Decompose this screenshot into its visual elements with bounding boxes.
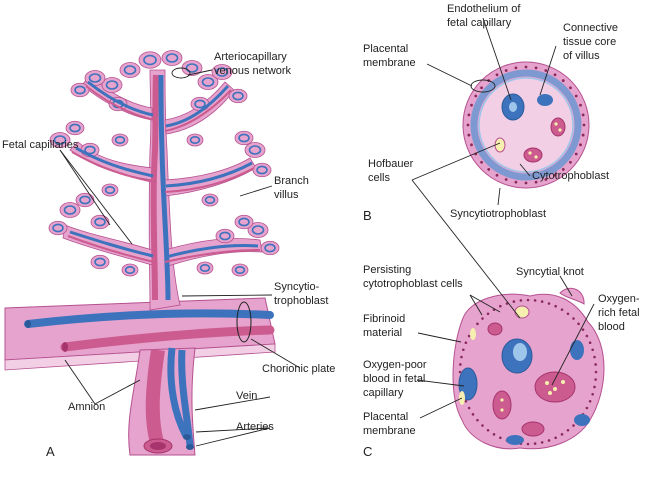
leader-lines	[59, 17, 595, 447]
trunk-blue-vessel	[158, 74, 171, 301]
terminal-villi	[48, 50, 280, 277]
label-fibrinoid-1: Fibrinoid	[363, 313, 405, 325]
b-nuclei-dots	[466, 65, 586, 185]
label-arteries: Arteries	[236, 421, 274, 433]
c-capillaries	[458, 305, 590, 445]
chorionic-vessel-end-blue	[25, 320, 31, 328]
label-syncytio-2: trophoblast	[274, 295, 328, 307]
label-syncytial-knot: Syncytial knot	[516, 266, 584, 278]
panel-b-illustration	[462, 61, 590, 189]
umbilical-artery-end-2	[186, 444, 194, 450]
label-endothelium-1: Endothelium of	[447, 3, 521, 15]
label-placental-membrane-c-2: membrane	[363, 425, 416, 437]
b-cytotrophoblast-ring	[470, 69, 582, 181]
b-capillaries	[494, 93, 566, 163]
labels: Arteriocapillary venous network Fetal ca…	[2, 3, 640, 459]
label-oxygen-poor-3: capillary	[363, 387, 404, 399]
umbilical-artery-1	[167, 347, 190, 438]
label-cytotrophoblast: Cytotrophoblast	[532, 170, 609, 182]
label-branch-villus-1: Branch	[274, 175, 309, 187]
chorionic-red-vessel	[60, 325, 275, 352]
label-fetal-capillaries: Fetal capillaries	[2, 139, 79, 151]
branch-vessels-right	[165, 84, 259, 259]
label-chorionic-plate: Chorionic plate	[262, 363, 335, 375]
panel-c-illustration	[452, 287, 605, 450]
label-oxygen-poor-2: blood in fetal	[363, 373, 425, 385]
label-amnion: Amnion	[68, 401, 105, 413]
label-placental-membrane-b-2: membrane	[363, 57, 416, 69]
branch-vessels-red	[67, 85, 261, 263]
umbilical-vein	[145, 348, 165, 449]
label-arteriocapillary-2: venous network	[214, 65, 292, 77]
chorionic-vessel-end-red	[62, 342, 68, 352]
label-placental-membrane-b-1: Placental	[363, 43, 408, 55]
label-syncytio-1: Syncytio-	[274, 281, 320, 293]
label-connective-2: tissue core	[563, 36, 616, 48]
label-oxygen-rich-3: blood	[598, 321, 625, 333]
branch-vessels-left	[69, 80, 154, 258]
panel-a-illustration	[4, 50, 280, 456]
umbilical-stalk	[128, 347, 196, 456]
label-oxygen-rich-2: rich fetal	[598, 307, 640, 319]
label-placental-membrane-c-1: Placental	[363, 411, 408, 423]
panel-letter-a: A	[46, 444, 55, 459]
chorionic-plate-ring	[236, 301, 252, 343]
label-vein: Vein	[236, 390, 257, 402]
c-syncytial-knot	[559, 287, 585, 305]
label-connective-3: of villus	[563, 50, 600, 62]
panel-letter-c: C	[363, 444, 372, 459]
umbilical-vein-lumen	[150, 442, 166, 450]
label-endothelium-2: fetal capillary	[447, 17, 512, 29]
label-persisting-2: cytotrophoblast cells	[363, 278, 463, 290]
panel-letter-b: B	[363, 208, 372, 223]
label-hofbauer-1: Hofbauer	[368, 158, 414, 170]
trunk-red-vessel	[150, 74, 159, 301]
label-oxygen-rich-1: Oxygen-	[598, 293, 640, 305]
chorionic-blue-vessel	[24, 309, 274, 328]
label-branch-villus-2: villus	[274, 189, 299, 201]
label-oxygen-poor-1: Oxygen-poor	[363, 359, 427, 371]
label-hofbauer-2: cells	[368, 172, 391, 184]
label-fibrinoid-2: material	[363, 327, 402, 339]
label-arteriocapillary-1: Arteriocapillary	[214, 51, 287, 63]
label-syncytiotrophoblast: Syncytiotrophoblast	[450, 208, 546, 220]
label-connective-1: Connective	[563, 22, 618, 34]
label-persisting-1: Persisting	[363, 264, 411, 276]
umbilical-artery-end-1	[183, 434, 191, 440]
